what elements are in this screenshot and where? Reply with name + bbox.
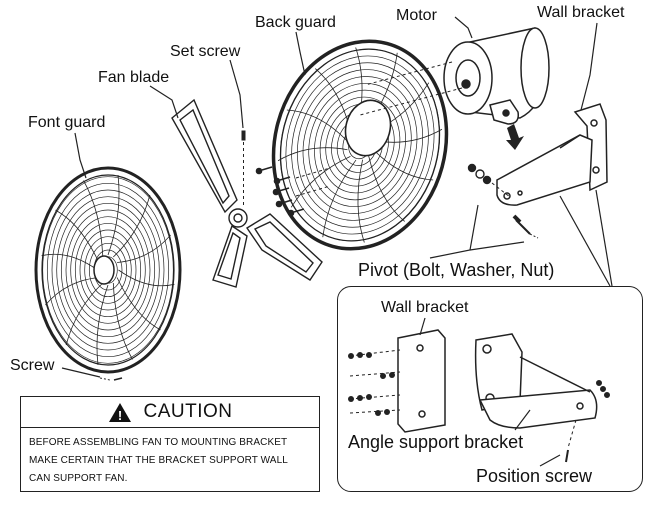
label-back-guard: Back guard (255, 14, 336, 31)
caution-header: ! CAUTION (21, 397, 319, 428)
label-wall-bracket-inset: Wall bracket (381, 299, 469, 316)
caution-line: MAKE CERTAIN THAT THE BRACKET SUPPORT WA… (29, 455, 288, 466)
label-screw: Screw (10, 357, 55, 374)
front-guard-illustration (34, 166, 182, 374)
back-guard-illustration (271, 39, 449, 251)
label-font-guard: Font guard (28, 114, 106, 131)
guard-screw-illustration (99, 377, 123, 381)
pivot-hardware (467, 163, 539, 239)
motor-illustration (359, 27, 550, 125)
angle-support-bracket-illustration (474, 333, 598, 429)
warning-icon: ! (108, 402, 131, 423)
inset-wall-bracket-illustration (349, 329, 446, 433)
label-pivot: Pivot (Bolt, Washer, Nut) (358, 260, 555, 280)
label-fan-blade: Fan blade (98, 69, 170, 86)
caution-text: BEFORE ASSEMBLING FAN TO MOUNTING BRACKE… (21, 428, 319, 488)
inset-wall-bracket-nuts (348, 352, 395, 416)
caution-line: BEFORE ASSEMBLING FAN TO MOUNTING BRACKE… (29, 437, 288, 448)
label-position-screw: Position screw (476, 466, 593, 486)
fan-blade-illustration (171, 98, 323, 288)
inset-position-hardware (565, 380, 610, 463)
caution-box: ! CAUTION BEFORE ASSEMBLING FAN TO MOUNT… (20, 396, 320, 492)
set-screw-illustration (241, 130, 246, 205)
wall-bracket-illustration (496, 103, 608, 206)
label-set-screw: Set screw (170, 43, 241, 60)
caution-line: CAN SUPPORT FAN. (29, 473, 128, 484)
leader-lines (61, 16, 613, 467)
assembly-arrow-icon (506, 124, 524, 150)
bracket-detail-inset (337, 286, 643, 492)
back-guard-screws (255, 166, 331, 217)
caution-title: CAUTION (143, 401, 233, 422)
label-angle-support-bracket: Angle support bracket (348, 432, 524, 452)
warning-icon-glyph: ! (117, 408, 121, 423)
front-guard-mesh (41, 175, 175, 365)
label-wall-bracket-top: Wall bracket (537, 4, 625, 21)
label-motor: Motor (396, 7, 437, 24)
